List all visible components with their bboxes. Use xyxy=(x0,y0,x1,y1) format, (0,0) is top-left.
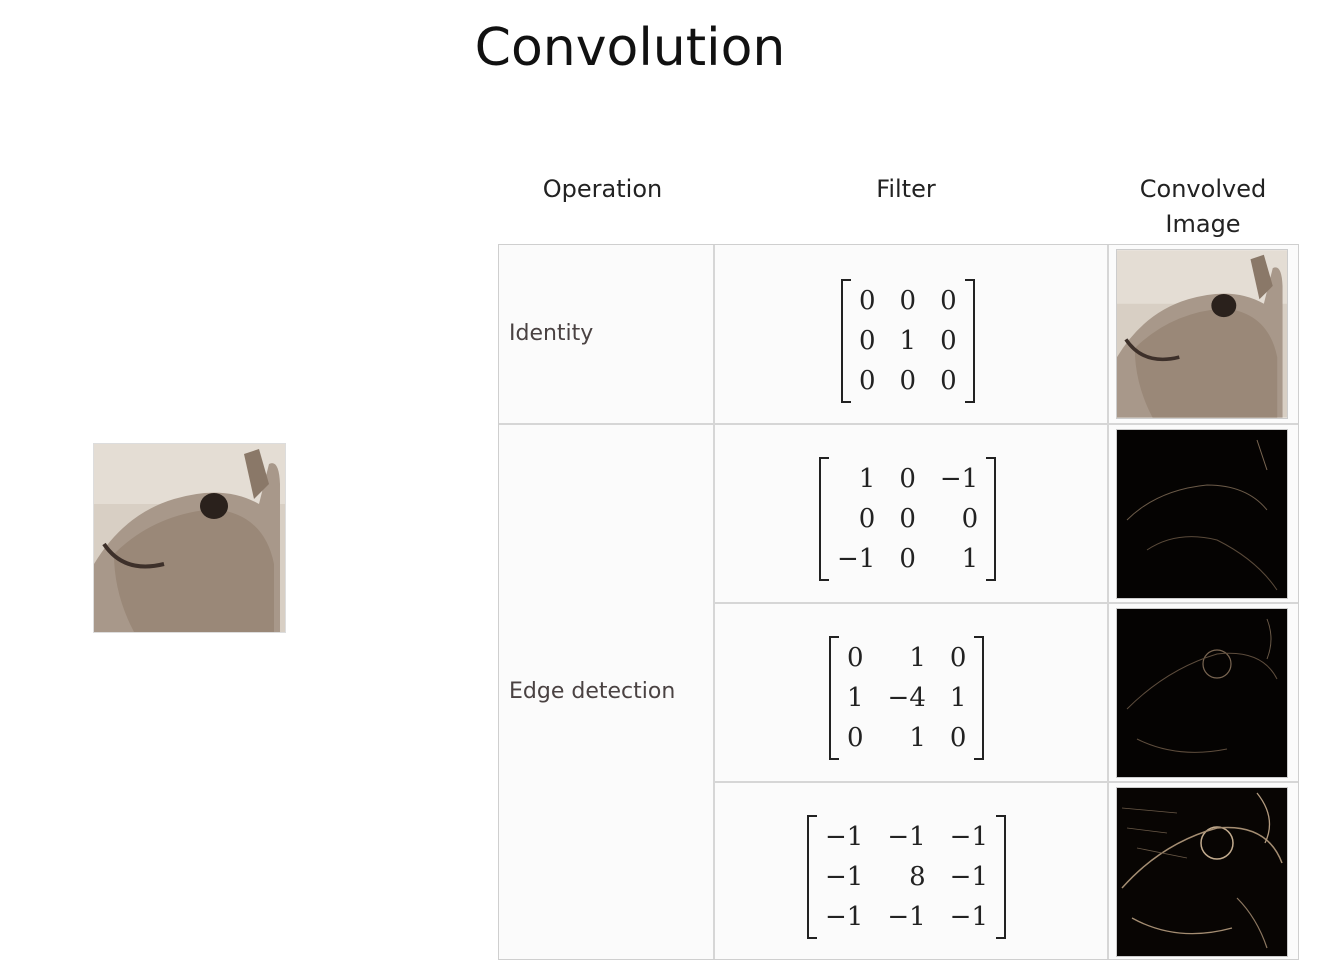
header-operation: Operation xyxy=(542,175,663,203)
header-convolved-line2: Image xyxy=(1165,210,1241,238)
matrix-cell: −1 xyxy=(949,902,988,932)
matrix-cell: −1 xyxy=(837,544,876,574)
matrix-cell: −1 xyxy=(887,822,926,852)
convolved-image-edge-1 xyxy=(1116,429,1288,599)
convolved-image-identity xyxy=(1116,249,1288,419)
header-convolved-image: Convolved Image xyxy=(1108,172,1298,242)
matrix-cell: −1 xyxy=(949,822,988,852)
matrix-cell: 0 xyxy=(899,464,916,494)
header-convolved-line1: Convolved xyxy=(1139,175,1267,203)
header-filter: Filter xyxy=(876,175,936,203)
matrix-cell: 0 xyxy=(899,366,917,396)
source-squirrel-image xyxy=(93,443,286,633)
operation-edge-detection-label: Edge detection xyxy=(509,679,676,704)
convolved-image-edge-2 xyxy=(1116,608,1288,778)
matrix-cell: 0 xyxy=(940,366,957,396)
matrix-cell: 0 xyxy=(961,504,979,534)
row-divider xyxy=(713,602,1298,604)
matrix-cell: 0 xyxy=(859,326,876,356)
filter-matrix-edge-3: −1 −1 −1 −1 8 −1 −1 −1 −1 xyxy=(807,815,1006,939)
matrix-cell: 0 xyxy=(859,366,876,396)
matrix-cell: 0 xyxy=(940,286,957,316)
matrix-cell: −1 xyxy=(825,862,864,892)
matrix-cell: 8 xyxy=(909,862,926,892)
matrix-cell: −1 xyxy=(825,822,864,852)
page-title: Convolution xyxy=(474,18,786,78)
matrix-cell: 1 xyxy=(847,683,864,713)
matrix-cell: 0 xyxy=(940,326,957,356)
matrix-cell: 1 xyxy=(961,544,979,574)
matrix-cell: 0 xyxy=(859,286,876,316)
matrix-cell: −4 xyxy=(887,683,926,713)
matrix-cell: 1 xyxy=(909,643,926,673)
matrix-cell: −1 xyxy=(939,464,979,494)
matrix-cell: 1 xyxy=(909,723,926,753)
matrix-cell: 0 xyxy=(949,643,967,673)
matrix-cell: 0 xyxy=(899,504,916,534)
matrix-cell: −1 xyxy=(825,902,864,932)
matrix-cell: 0 xyxy=(847,643,864,673)
matrix-cell: −1 xyxy=(949,862,988,892)
row-divider xyxy=(499,423,1298,425)
matrix-cell: 0 xyxy=(899,544,916,574)
row-divider xyxy=(713,781,1298,783)
matrix-cell: 1 xyxy=(949,683,967,713)
matrix-cell: 0 xyxy=(949,723,967,753)
matrix-cell: 0 xyxy=(858,504,876,534)
matrix-cell: 0 xyxy=(899,286,917,316)
matrix-cell: 1 xyxy=(858,464,876,494)
matrix-cell: 1 xyxy=(899,326,917,356)
operation-identity-label: Identity xyxy=(509,321,594,346)
convolved-image-edge-3 xyxy=(1116,787,1288,957)
matrix-cell: −1 xyxy=(887,902,926,932)
matrix-cell: 0 xyxy=(847,723,864,753)
